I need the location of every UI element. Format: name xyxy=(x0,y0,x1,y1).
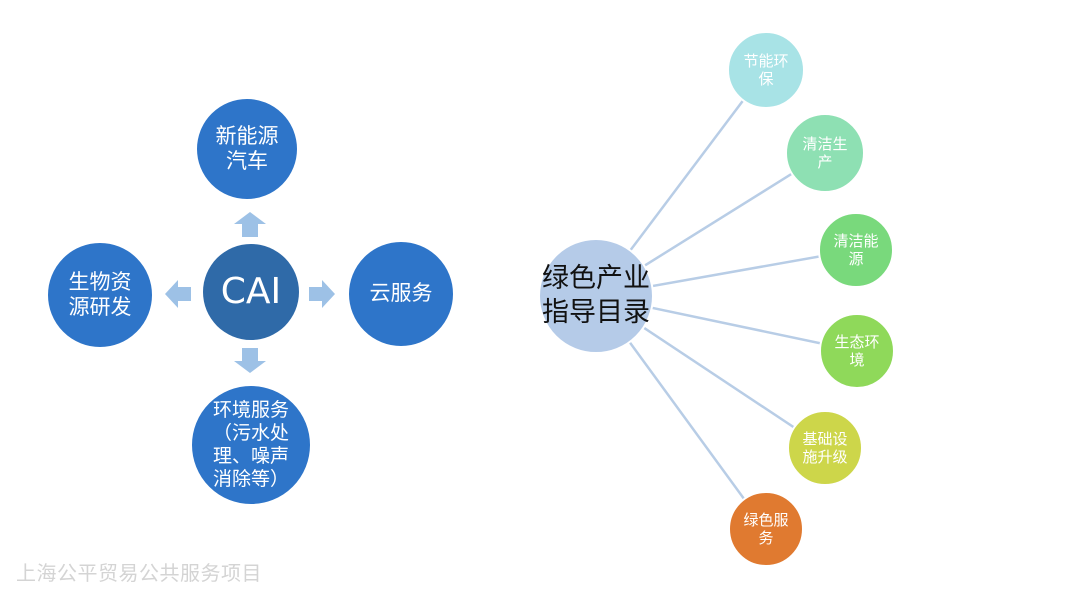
node-cai: CAI xyxy=(203,244,299,340)
arrow-down-icon xyxy=(234,348,266,373)
leaf-energy-saving-label: 节能环 保 xyxy=(743,52,789,88)
leaf-infrastructure-upgrade-label: 基础设 施升级 xyxy=(802,430,848,466)
leaf-clean-energy-label: 清洁能 源 xyxy=(833,232,879,268)
leaf-green-service: 绿色服 务 xyxy=(728,491,804,567)
leaf-clean-production-label: 清洁生 产 xyxy=(802,135,848,171)
node-environment-service: 环境服务 （污水处 理、噪声 消除等） xyxy=(190,384,312,506)
node-new-energy-vehicle: 新能源 汽车 xyxy=(195,97,299,201)
node-cloud-service: 云服务 xyxy=(347,240,455,348)
node-cloud-service-label: 云服务 xyxy=(369,281,433,306)
node-new-energy-vehicle-label: 新能源 汽车 xyxy=(215,123,279,173)
node-bio-resource-rd: 生物资 源研发 xyxy=(46,241,154,349)
node-environment-service-label: 环境服务 （污水处 理、噪声 消除等） xyxy=(212,399,289,490)
arrow-up-icon xyxy=(234,212,266,237)
leaf-clean-production: 清洁生 产 xyxy=(785,113,865,193)
node-green-industry-catalog: 绿色产业 指导目录 xyxy=(538,238,654,354)
footer-organization: 上海公平贸易公共服务项目 xyxy=(16,561,262,585)
leaf-infrastructure-upgrade: 基础设 施升级 xyxy=(787,410,863,486)
node-cai-label: CAI xyxy=(220,271,282,313)
arrow-right-icon xyxy=(309,280,335,308)
arrow-left-icon xyxy=(165,280,191,308)
leaf-energy-saving: 节能环 保 xyxy=(727,31,805,109)
leaf-clean-energy: 清洁能 源 xyxy=(818,212,894,288)
leaf-ecological-environment: 生态环 境 xyxy=(819,313,895,389)
leaf-green-service-label: 绿色服 务 xyxy=(743,511,789,547)
node-bio-resource-rd-label: 生物资 源研发 xyxy=(68,269,132,319)
leaf-ecological-environment-label: 生态环 境 xyxy=(834,333,880,369)
node-green-industry-catalog-label: 绿色产业 指导目录 xyxy=(542,263,650,328)
